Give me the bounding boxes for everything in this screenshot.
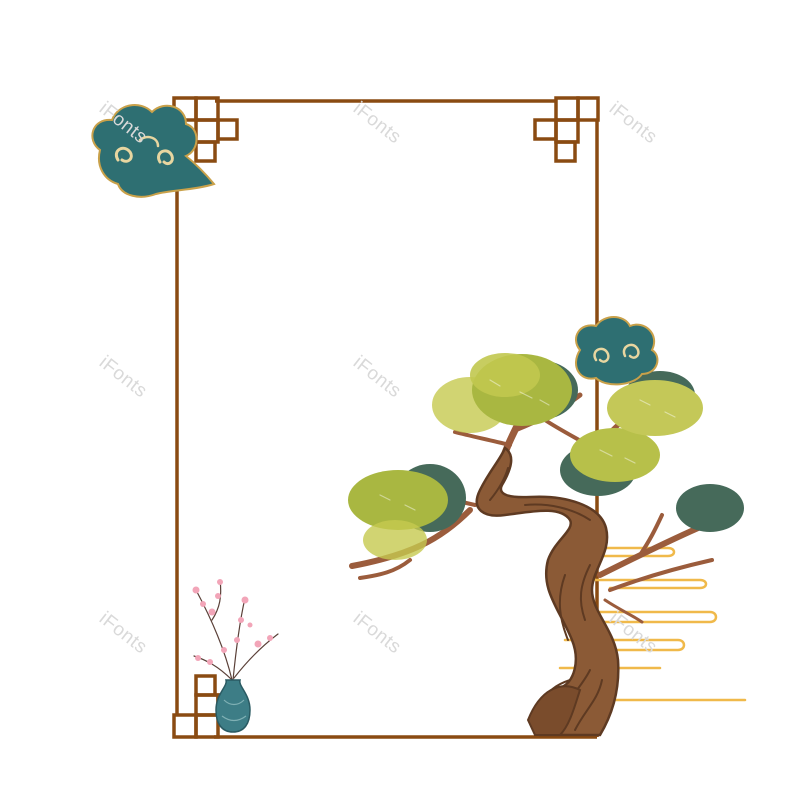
lattice-corner-icon — [533, 96, 600, 163]
auspicious-cloud-icon — [91, 104, 216, 198]
auspicious-cloud-icon — [575, 316, 659, 386]
plum-blossom-vase-icon — [192, 579, 279, 733]
pine-foliage — [348, 353, 744, 560]
pine-tree-icon — [348, 353, 744, 737]
